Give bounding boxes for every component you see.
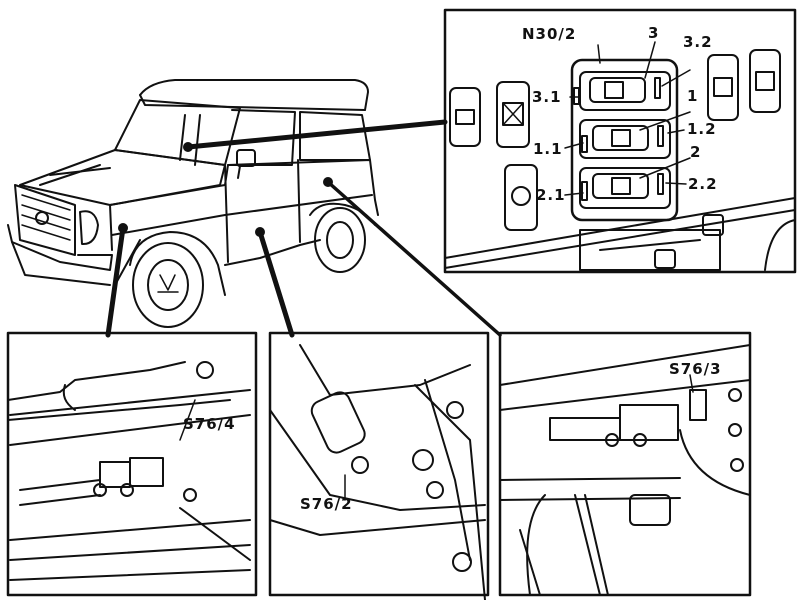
leader-to-detail-left: [105, 225, 126, 338]
leader-to-detail-middle: [257, 229, 295, 338]
position-label-1-1: 1.1: [533, 140, 563, 158]
switch-label-s76-2: S76/2: [300, 495, 353, 513]
leader-lines: [105, 119, 502, 338]
position-label-2-1: 2.1: [536, 186, 566, 204]
switch-label-s76-4: S76/4: [183, 415, 236, 433]
detail-right-frame: [498, 331, 752, 597]
switch-panel-detail: [443, 8, 797, 274]
position-label-2-2: 2.2: [688, 175, 718, 193]
vehicle-illustration: [7, 79, 379, 328]
position-label-3-1: 3.1: [532, 88, 562, 106]
position-label-2: 2: [690, 143, 702, 161]
leader-to-detail-right: [326, 180, 502, 337]
position-label-3-2: 3.2: [683, 33, 713, 51]
leader-to-switch-panel: [185, 119, 448, 150]
detail-middle-frame: [268, 331, 490, 600]
position-label-1-2: 1.2: [687, 120, 717, 138]
position-label-1: 1: [687, 87, 699, 105]
switch-label-s76-3: S76/3: [669, 360, 722, 378]
detail-left-frame: [6, 331, 258, 597]
position-label-3: 3: [648, 24, 660, 42]
module-label-n30-2: N30/2: [522, 25, 577, 43]
